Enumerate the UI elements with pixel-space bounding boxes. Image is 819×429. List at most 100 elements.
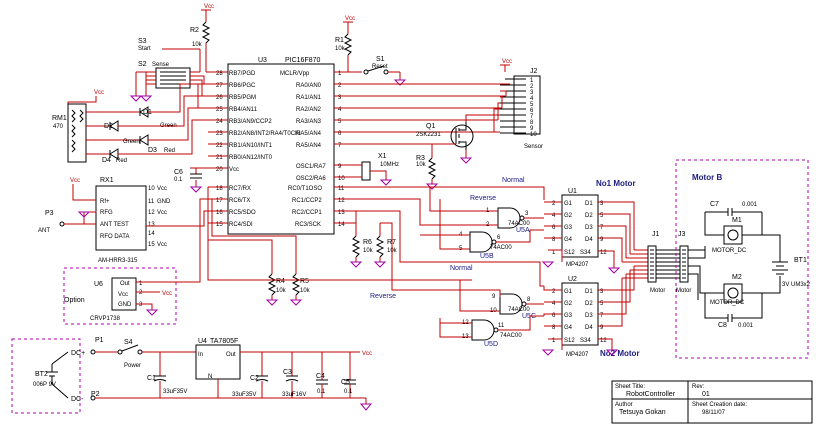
- mcu-lpin-name: RB1/AN10/INT1: [229, 143, 273, 149]
- ground-icon: [605, 349, 619, 356]
- ground-icon: [541, 261, 555, 268]
- mcu-lpin-num: 24: [216, 119, 223, 125]
- mcu-rpin-num: 13: [338, 210, 345, 216]
- d3-led: [139, 134, 149, 146]
- title-block: Sheet Title: RobotController Rev: 01 Aut…: [611, 380, 813, 424]
- r6-resistor: [351, 235, 361, 258]
- u1-pin: G1: [564, 201, 573, 207]
- s3-ref: S3: [138, 38, 147, 45]
- u1-pin-num: 12: [600, 250, 607, 256]
- x1-ref: X1: [378, 153, 387, 160]
- c6-ref: C6: [174, 169, 183, 176]
- ground-icon: [373, 261, 387, 268]
- mcu-rpin-name: RA0/AN0: [296, 83, 322, 89]
- u2-part: MP4207: [566, 352, 589, 358]
- vcc-rx: Vcc: [70, 178, 80, 184]
- option-section: Option U6 CRVP1738 Out Vcc GND 1 2 3 Vcc: [63, 198, 208, 325]
- c4-ref: C4: [316, 373, 325, 380]
- u5b-part: 74AC00: [490, 245, 512, 251]
- u1-pin-num: 1: [552, 250, 556, 256]
- j2-ref: J2: [530, 68, 538, 75]
- u6-body: [111, 277, 137, 311]
- mcu-rpin-name: OSC2/RA6: [296, 176, 326, 182]
- u1-pin: G3: [564, 225, 573, 231]
- u5b-nand-gate: [469, 231, 493, 253]
- u4-out: Out: [226, 352, 236, 358]
- rev-label: Rev:: [692, 384, 705, 390]
- label-normal-top: Normal: [502, 177, 525, 184]
- mcu-lpin-name: RB4/AN11: [229, 107, 258, 113]
- s2-dip-switch: [155, 67, 191, 89]
- q1-mosfet: [450, 124, 474, 148]
- mcu-rpin-name: RA2/AN2: [296, 107, 322, 113]
- x1-value: 10MHz: [380, 162, 399, 168]
- driver1-title: No1 Motor: [596, 179, 636, 188]
- mcu-lpin-num: 22: [216, 143, 223, 149]
- r6-ref: R6: [363, 239, 372, 246]
- mcu-rpin-num: 4: [338, 107, 342, 113]
- mcu-lpin-num: 16: [216, 210, 223, 216]
- date-value: 98/11/07: [702, 410, 726, 416]
- rx-pin-label: RFO DATA: [100, 234, 129, 240]
- u4-ref: U4: [198, 338, 207, 345]
- mcu-lpin-num: 18: [216, 186, 223, 192]
- ground-icon: [289, 299, 303, 306]
- mcu-lpin-num: 17: [216, 198, 223, 204]
- mcu-lpin-name: RC6/TX: [229, 198, 250, 204]
- rx-pin-num: 14: [148, 231, 155, 237]
- mcu-lpin-name: RB2/AN8/INT2/RA4/T0CKI: [229, 131, 301, 137]
- j2-pin: 5: [530, 102, 534, 108]
- u2-out: S34: [580, 338, 591, 344]
- u1-pin: G4: [564, 237, 573, 243]
- ground-icon: [189, 186, 203, 193]
- title-block-frame: [611, 380, 813, 424]
- u5d-part: 74AC00: [500, 333, 522, 339]
- rev-value: 01: [702, 391, 710, 398]
- u1-pin-num: 6: [552, 225, 556, 231]
- u4-part: TA7805F: [210, 338, 238, 345]
- rx-pin-name: Vcc: [157, 242, 167, 248]
- u6-part: CRVP1738: [90, 316, 121, 322]
- u5d-ref: U5D: [484, 341, 498, 348]
- u2-pin: G3: [564, 313, 573, 319]
- sheet-title: RobotController: [626, 391, 676, 398]
- rm1-ref: RM1: [52, 115, 67, 122]
- mcu-rpin-name: OSC1/RA7: [296, 164, 326, 170]
- s1-switch: [363, 69, 369, 75]
- ground-icon: [607, 267, 621, 274]
- u1-pin-num: 2: [552, 201, 556, 207]
- j1-connector: [647, 245, 657, 283]
- option-box: [63, 267, 177, 325]
- u2-pin-num: 12: [600, 338, 607, 344]
- c1-value: 33uF35V: [163, 389, 187, 395]
- u6-pin-num: 2: [139, 290, 143, 296]
- rx-pin-label: Rf+: [100, 199, 110, 205]
- c5-value: 0.1: [344, 389, 353, 395]
- rx-pin-name: Vcc: [157, 210, 167, 216]
- u1-pin-num: 4: [552, 213, 556, 219]
- u5a-pin: 3: [525, 211, 529, 217]
- mcu-lpin-name: RB6/PGC: [229, 83, 256, 89]
- label-normal-bot: Normal: [450, 265, 473, 272]
- vcc-u6: Vcc: [162, 291, 172, 297]
- rx-pin-num: 10: [148, 186, 155, 192]
- d1-ref: D1: [143, 109, 152, 116]
- mcu-lpin-name: RB5/PGM: [229, 95, 256, 101]
- j2-pin: 2: [530, 84, 534, 90]
- rx-body: [95, 185, 147, 251]
- rx-pin-num: 11: [148, 199, 155, 205]
- ground-icon: [129, 95, 143, 102]
- mcu-lpin-num: 15: [216, 222, 223, 228]
- u2-pin: S12: [564, 338, 575, 344]
- j2-pins: 1 2 3 4 5 6 7 8 9 10: [530, 78, 537, 138]
- j2-pin: 10: [530, 132, 537, 138]
- p2-terminal: [90, 395, 96, 401]
- option-label: Option: [64, 297, 85, 304]
- mcu-rpin-num: 5: [338, 119, 342, 125]
- u2-out: D2: [585, 301, 593, 307]
- u2-ref: U2: [568, 276, 577, 283]
- c2-value: 33uF35V: [232, 392, 256, 398]
- u2-pin-num: 3: [600, 289, 604, 295]
- d2-ref: D2: [104, 123, 113, 130]
- c8-ref: C8: [718, 322, 727, 329]
